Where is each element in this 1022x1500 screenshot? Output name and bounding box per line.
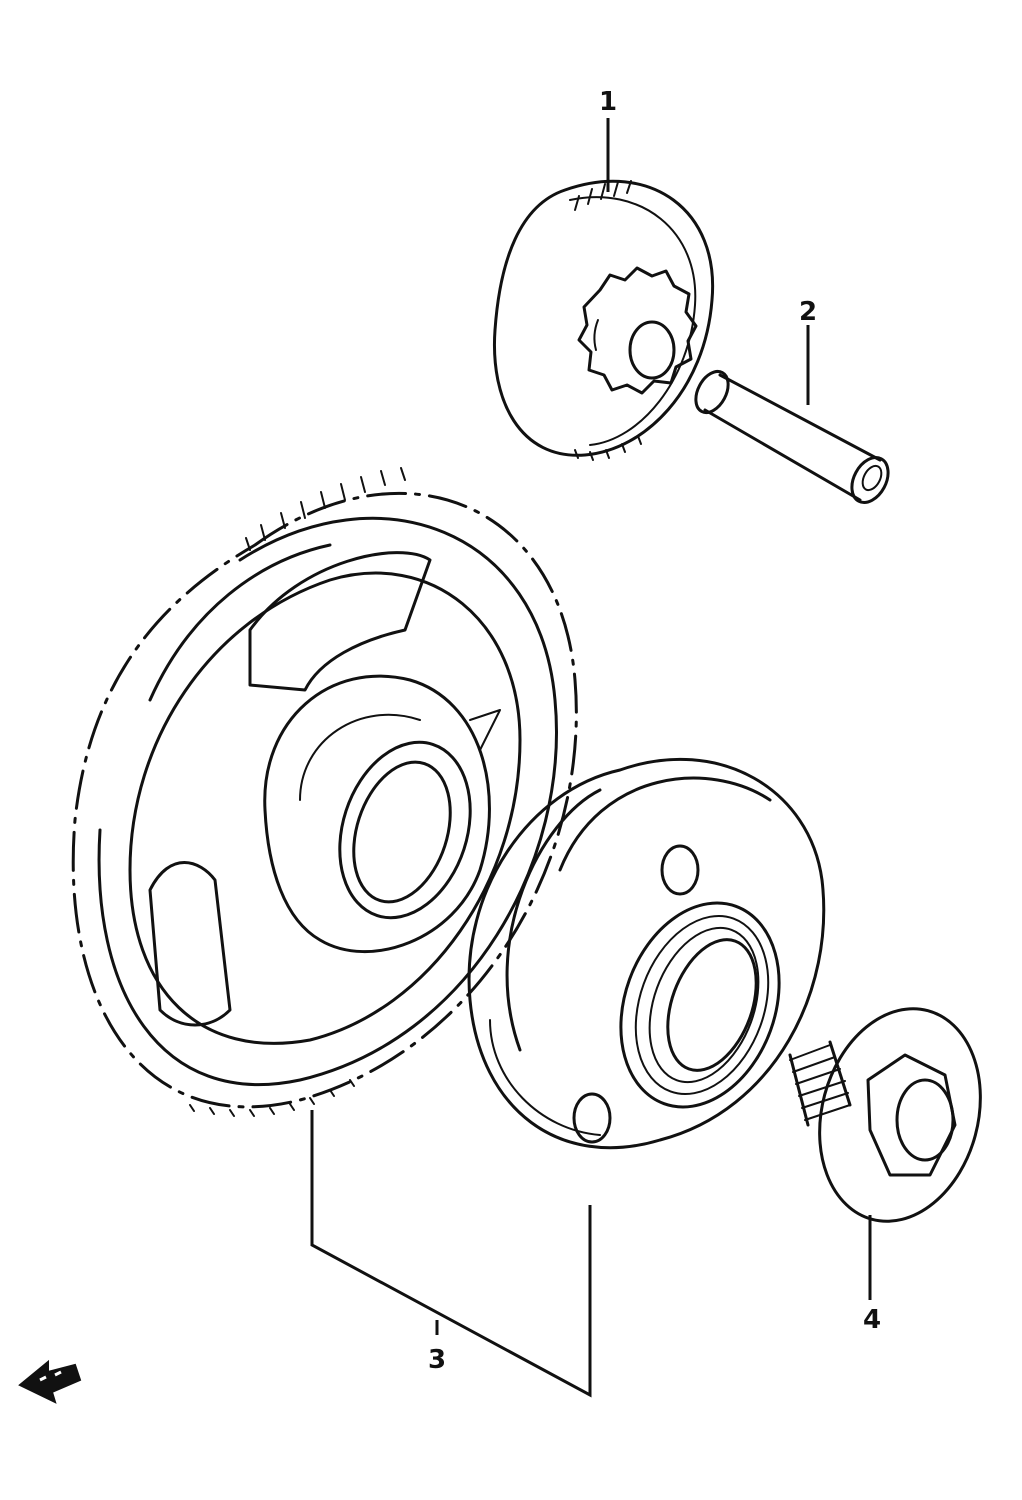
leader-lines bbox=[310, 118, 872, 1398]
bolt-part-4 bbox=[788, 1007, 982, 1223]
clutch-housing-part-3 bbox=[467, 757, 826, 1150]
part-label-4: 4 bbox=[863, 1305, 881, 1335]
arrow-left-icon bbox=[18, 1359, 82, 1404]
shaft-part-2 bbox=[694, 369, 890, 504]
driven-gear-part-3 bbox=[71, 467, 578, 1117]
idle-gear-part-1 bbox=[492, 179, 715, 461]
part-label-1: 1 bbox=[599, 87, 617, 117]
part-label-2: 2 bbox=[799, 297, 817, 327]
part-label-3: 3 bbox=[428, 1345, 446, 1375]
